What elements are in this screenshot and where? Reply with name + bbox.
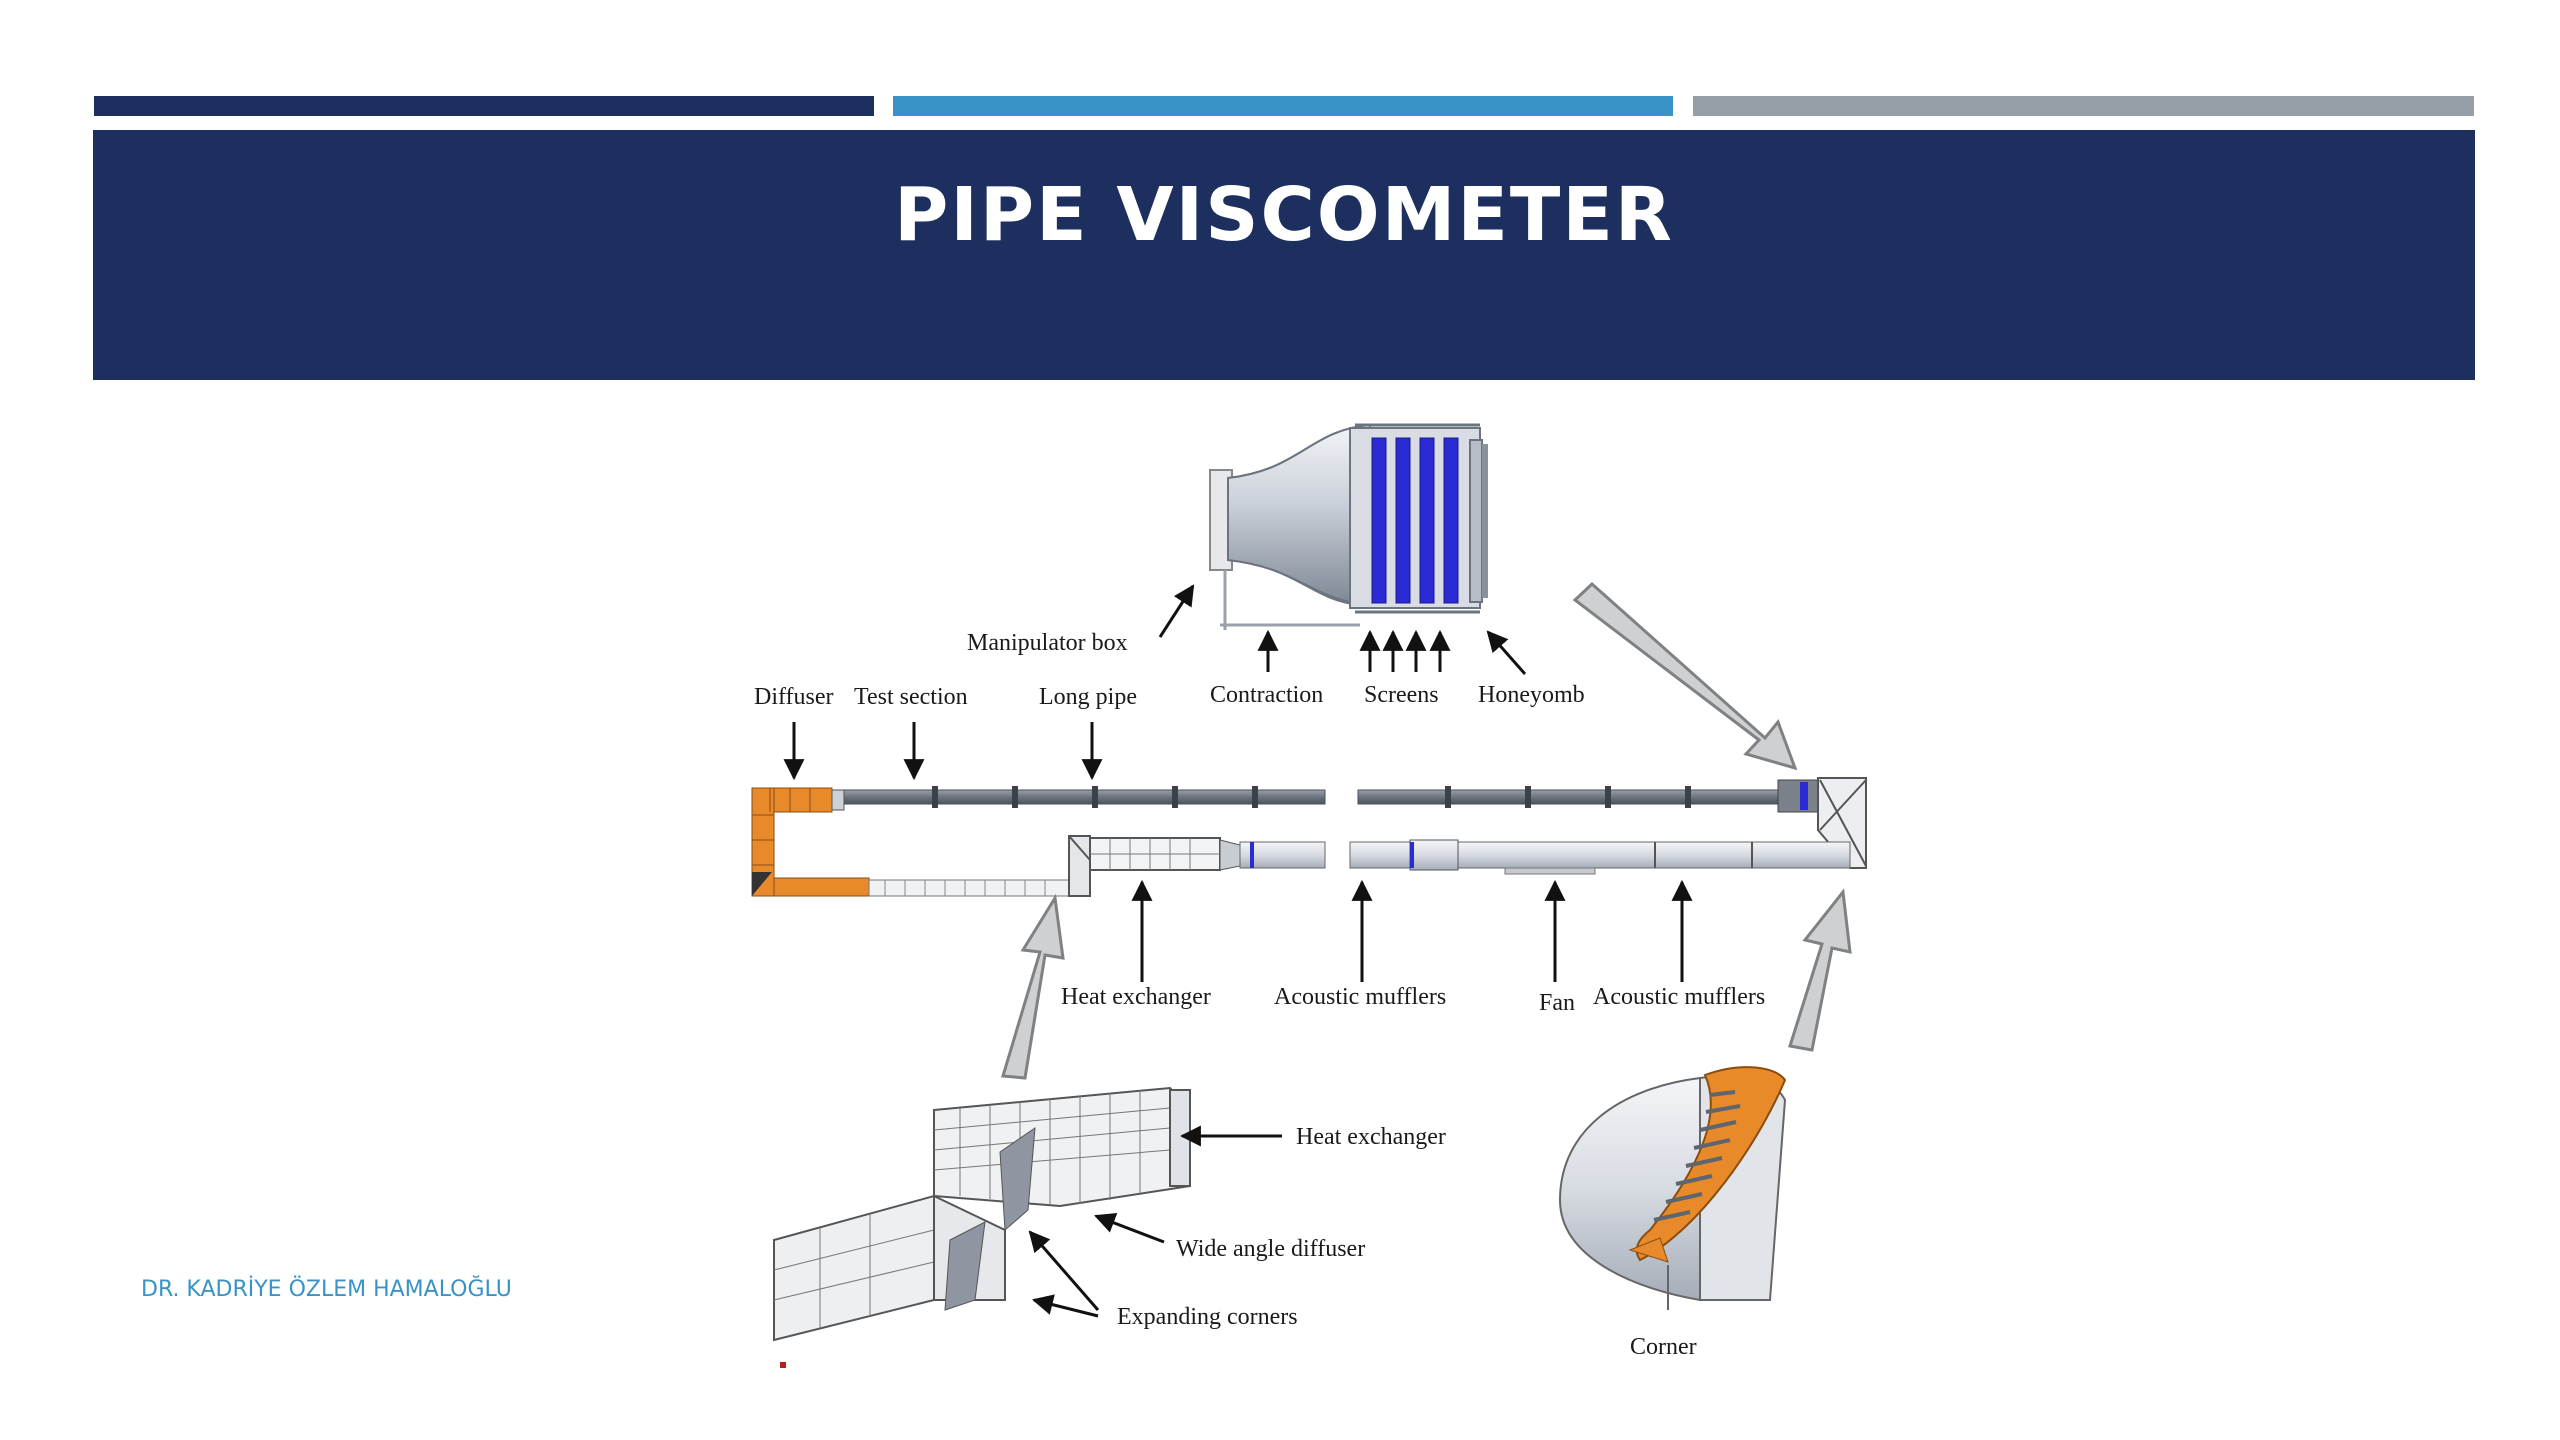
- tunnel-loop: [751, 777, 1867, 897]
- contraction-assembly: [1209, 423, 1488, 630]
- gray-arrow-lower-right: [1788, 888, 1852, 1052]
- header-bar-navy: [94, 96, 874, 116]
- pointer-arrows: [783, 584, 1693, 1318]
- header-bar-gray: [1693, 96, 2474, 116]
- footer-author: DR. KADRİYE ÖZLEM HAMALOĞLU: [141, 1277, 512, 1302]
- flow-arrows: [1001, 581, 1852, 1080]
- slide-title: PIPE VISCOMETER: [894, 172, 1674, 258]
- label-screens: Screens: [1364, 682, 1439, 708]
- screen-4: [1443, 437, 1459, 604]
- label-honeycomb: Honeyomb: [1478, 682, 1585, 708]
- label-corner: Corner: [1630, 1334, 1697, 1360]
- heat-exchanger-detail: [773, 1086, 1191, 1368]
- gray-arrow-lower-left: [1001, 893, 1065, 1080]
- label-acoustic-mufflers-1: Acoustic mufflers: [1274, 984, 1446, 1010]
- label-heat-exchanger: Heat exchanger: [1061, 984, 1211, 1010]
- header-bar-teal: [893, 96, 1673, 116]
- screen-3: [1419, 437, 1435, 604]
- label-fan: Fan: [1539, 990, 1575, 1016]
- label-diffuser: Diffuser: [754, 684, 834, 710]
- title-band: PIPE VISCOMETER: [93, 130, 2475, 380]
- corner-detail: [1558, 1066, 1787, 1310]
- screen-2: [1395, 437, 1411, 604]
- label-contraction: Contraction: [1210, 682, 1323, 708]
- label-wide-angle-diffuser: Wide angle diffuser: [1176, 1236, 1365, 1262]
- label-long-pipe: Long pipe: [1039, 684, 1137, 710]
- label-acoustic-mufflers-2: Acoustic mufflers: [1593, 984, 1765, 1010]
- label-heat-exchanger-detail: Heat exchanger: [1296, 1124, 1446, 1150]
- gray-arrow-upper-right: [1572, 581, 1798, 771]
- label-manipulator-box: Manipulator box: [967, 630, 1128, 656]
- screen-1: [1371, 437, 1387, 604]
- label-expanding-corners: Expanding corners: [1117, 1304, 1298, 1330]
- label-test-section: Test section: [854, 684, 968, 710]
